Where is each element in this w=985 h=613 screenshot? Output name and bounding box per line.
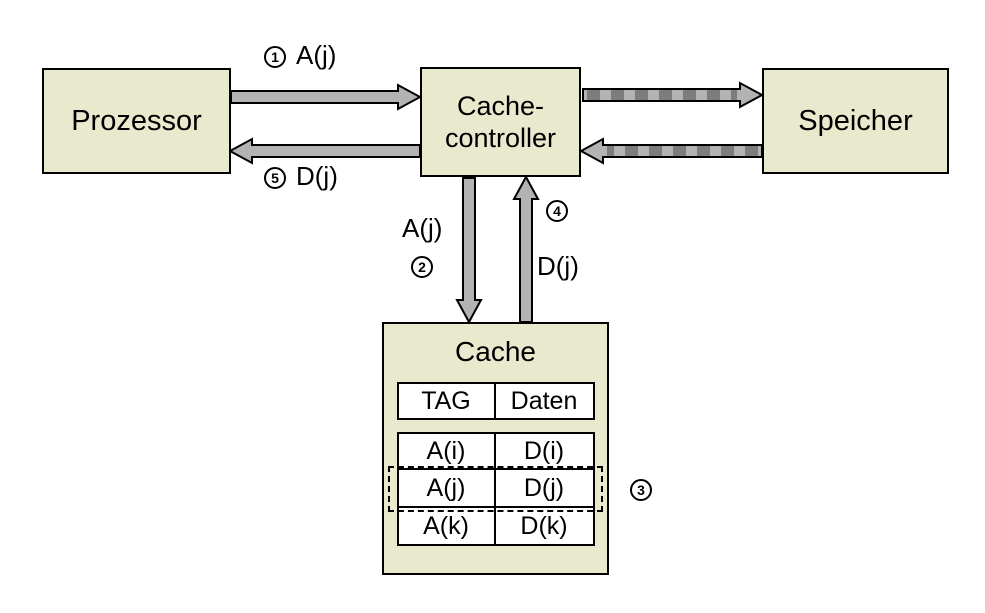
processor-box: Prozessor [42,68,231,174]
step-4-label: D(j) [537,251,579,281]
memory-label: Speicher [798,104,913,137]
step-1-label: A(j) [296,40,337,70]
cache-controller-label-line2: controller [444,123,557,153]
header-cell-tag: TAG [396,382,496,420]
step-5-badge: 5 [264,167,286,189]
table-cell: A(k) [396,508,496,546]
highlighted-row-dashed-rect [388,466,603,512]
cache-table-header: TAG Daten [396,382,595,420]
arrow-cache-to-controller [512,174,540,323]
arrow-memory-to-controller [578,137,763,165]
step-2-label: A(j) [402,213,443,243]
cache-title: Cache [455,336,536,367]
cache-table: A(i) D(i) A(j) D(j) A(k) D(k) [396,432,595,546]
cache-box: Cache TAG Daten A(i) D(i) A(j) D(j) A(k)… [382,322,609,575]
table-row: A(i) D(i) [396,432,595,470]
processor-label: Prozessor [71,104,202,137]
cache-controller-box: Cache- controller [420,67,581,177]
step-1-badge: 1 [264,46,286,68]
table-row-highlighted: A(j) D(j) [396,470,595,508]
cache-controller-label-line1: Cache- [456,90,545,121]
table-cell: A(j) [396,470,496,508]
table-header-row: TAG Daten [396,382,595,420]
table-cell: A(i) [396,432,496,470]
table-row: A(k) D(k) [396,508,595,546]
table-cell: D(j) [495,470,595,508]
memory-box: Speicher [762,68,949,174]
table-cell: D(k) [495,508,595,546]
step-2-badge: 2 [411,256,433,278]
header-cell-daten: Daten [495,382,595,420]
step-3-badge: 3 [630,479,652,501]
arrow-controller-to-cache [455,177,483,325]
step-5-label: D(j) [296,161,338,191]
table-cell: D(i) [495,432,595,470]
arrow-controller-to-memory [582,81,765,109]
arrow-controller-to-processor [227,137,421,165]
step-4-badge: 4 [546,200,568,222]
arrow-processor-to-controller [230,83,423,111]
